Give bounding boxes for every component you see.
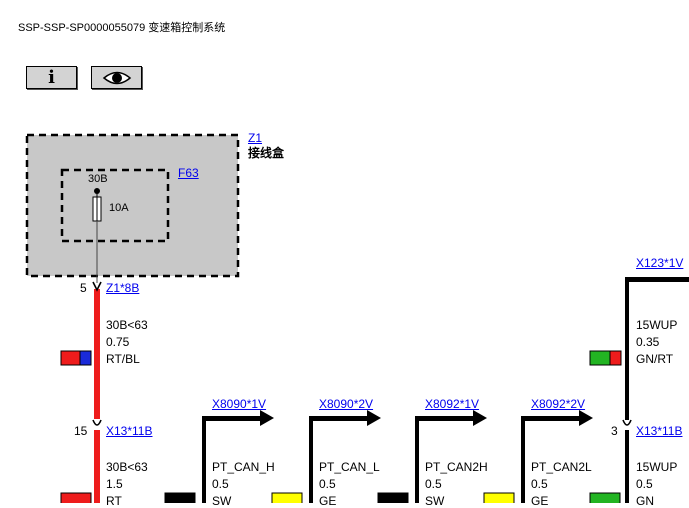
pt-can-h-signal: PT_CAN_H [212,460,275,474]
wire-30b-upper [94,289,100,419]
swatch-rt [60,492,92,503]
x8092-2v-link[interactable]: X8092*2V [531,397,586,411]
wire-30b-lower-signal: 30B<63 [106,460,148,474]
wire-15wup-lower-signal: 15WUP [636,460,678,474]
wire-30b-lower-color: RT [106,494,122,508]
pt-can-l-signal: PT_CAN_L [319,460,380,474]
swatch-ge-2 [483,492,515,503]
wire-30b-lower [94,430,100,503]
can-wire-x8090-1v [202,410,274,503]
f63-link[interactable]: F63 [178,166,199,180]
wire-30b-lower-size: 1.5 [106,477,123,491]
pt-can2h-size: 0.5 [425,477,442,491]
x123-1v-link[interactable]: X123*1V [636,256,684,270]
swatch-gn-rt [589,350,622,366]
connector-x13-11b-right-symbol [622,419,632,426]
x8090-1v-link[interactable]: X8090*1V [212,397,267,411]
wire-15wup-upper-signal: 15WUP [636,318,678,332]
wire-15wup-lower-size: 0.5 [636,477,653,491]
pt-can2h-signal: PT_CAN2H [425,460,488,474]
x13-11b-right-pin: 3 [611,424,618,438]
pt-can2l-color: GE [531,494,549,508]
swatch-sw-2 [377,492,409,503]
wire-30b-upper-color: RT/BL [106,352,140,366]
can-wire-x8092-1v [415,410,487,503]
connector-z1-8b-symbol [92,281,102,292]
pt-can2h-color: SW [425,494,445,508]
pt-can-l-color: GE [319,494,337,508]
z1-8b-link[interactable]: Z1*8B [106,281,140,295]
swatch-sw-1 [164,492,196,503]
x13-11b-left-link[interactable]: X13*11B [106,424,153,438]
f63-fuse-box [60,168,170,243]
z1-link[interactable]: Z1 [248,131,263,145]
pt-can-h-color: SW [212,494,232,508]
swatch-ge-1 [271,492,303,503]
view-button[interactable] [91,66,142,89]
pt-can-h-size: 0.5 [212,477,229,491]
info-button[interactable]: i [26,66,77,89]
pt-can2l-size: 0.5 [531,477,548,491]
z1-junction-box [27,135,238,276]
wire-15wup-lower-color: GN [636,494,654,508]
wire-30b-upper-signal: 30B<63 [106,318,148,332]
eye-icon [102,71,131,84]
wire-30b-upper-size: 0.75 [106,335,130,349]
pt-can-l-size: 0.5 [319,477,336,491]
can-wire-x8092-2v [521,410,593,503]
z1-junction-box-border [25,133,240,278]
f63-pin-label: 30B [88,173,108,185]
x13-11b-right-link[interactable]: X13*11B [636,424,683,438]
wire-15wup [625,277,689,503]
connector-x13-11b-left-symbol [92,419,102,426]
f63-rating: 10A [109,202,129,214]
swatch-rt-bl [60,350,92,366]
swatch-gn [589,492,621,503]
x8092-1v-link[interactable]: X8092*1V [425,397,480,411]
can-wire-x8090-2v [309,410,381,503]
info-icon: i [48,66,55,88]
wire-15wup-upper-size: 0.35 [636,335,660,349]
x8090-2v-link[interactable]: X8090*2V [319,397,374,411]
z1-name: 接线盒 [248,146,285,160]
pt-can2l-signal: PT_CAN2L [531,460,592,474]
z1-8b-pin: 5 [80,281,87,295]
wire-15wup-upper-color: GN/RT [636,352,674,366]
page-title: SSP-SSP-SP0000055079 变速箱控制系统 [18,22,226,34]
x13-11b-left-pin: 15 [74,424,88,438]
